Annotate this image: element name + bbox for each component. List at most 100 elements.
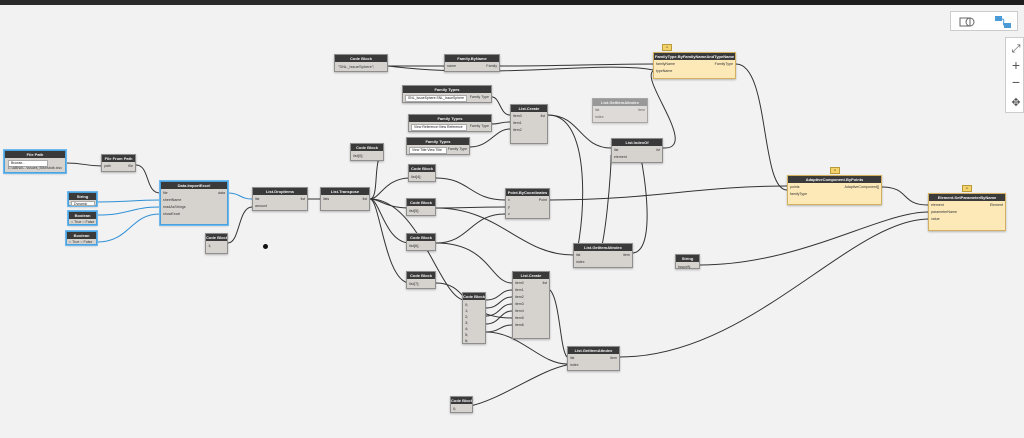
code-line[interactable]: 0; bbox=[465, 302, 469, 307]
node-code-block[interactable]: Code Block "SNL_IssueSphere"; bbox=[334, 54, 388, 72]
node-code-block[interactable]: Code Block list[6]; bbox=[406, 233, 436, 251]
node-file-from-path[interactable]: File From Path path file bbox=[101, 154, 136, 172]
zoom-in-icon[interactable]: + bbox=[1011, 57, 1021, 73]
node-code-block[interactable]: Code Block list[5]; bbox=[406, 198, 436, 216]
input-port[interactable]: element bbox=[931, 203, 944, 207]
input-port[interactable]: points bbox=[790, 185, 800, 189]
code-text[interactable]: list[6]; bbox=[409, 243, 420, 248]
node-code-block[interactable]: Code Block list[4]; bbox=[408, 164, 436, 182]
input-port[interactable]: item3 bbox=[515, 302, 524, 306]
code-text[interactable]: list[4]; bbox=[411, 174, 422, 179]
family-type-dropdown[interactable]: View Reference:View Reference bbox=[411, 124, 467, 131]
node-list-create[interactable]: List.Create item0 item1 item2 list bbox=[510, 104, 548, 144]
node-get-item-at-index[interactable]: List.GetItemAtIndex list index item bbox=[573, 243, 633, 268]
warning-flag[interactable]: ⚠ bbox=[962, 185, 972, 192]
node-adaptive-component[interactable]: AdaptiveComponent.ByPoints points family… bbox=[787, 175, 882, 205]
node-transpose[interactable]: List.Transpose lists list bbox=[320, 187, 370, 211]
output-port[interactable]: AdaptiveComponent[] bbox=[844, 185, 879, 189]
radio-true[interactable]: ○ True ○ False bbox=[71, 220, 95, 224]
code-text[interactable]: list[0]; bbox=[353, 153, 364, 158]
input-port[interactable]: index bbox=[595, 115, 604, 119]
node-list-create[interactable]: List.Create item0 item1 item2 item3 item… bbox=[512, 271, 550, 339]
family-type-dropdown[interactable]: SNL_IssueSphere:SNL_IssueSphere bbox=[405, 95, 467, 102]
output-port[interactable]: list bbox=[540, 114, 545, 118]
input-port[interactable]: item0 bbox=[513, 114, 522, 118]
node-drop-items[interactable]: List.DropItems list amount list bbox=[252, 187, 308, 211]
graph-view-icon[interactable] bbox=[993, 13, 1013, 31]
input-port[interactable]: showExcel bbox=[163, 212, 181, 216]
output-port[interactable]: FamilyType bbox=[714, 62, 733, 66]
node-code-block[interactable]: Code Block list[7]; bbox=[406, 271, 436, 289]
output-port[interactable]: list bbox=[300, 197, 305, 201]
output-port[interactable]: item bbox=[610, 356, 617, 360]
output-port[interactable]: Family Type bbox=[447, 147, 467, 151]
node-string[interactable]: String IssueN bbox=[675, 254, 700, 269]
input-port[interactable]: item2 bbox=[513, 128, 522, 132]
output-port[interactable]: list bbox=[542, 281, 547, 285]
code-line[interactable]: 3; bbox=[465, 320, 469, 325]
node-code-block[interactable]: Code Block list[0]; bbox=[350, 143, 384, 161]
input-port[interactable]: item5 bbox=[515, 316, 524, 320]
input-port[interactable]: item1 bbox=[515, 288, 524, 292]
input-port[interactable]: lists bbox=[323, 197, 330, 201]
code-line[interactable]: 6; bbox=[465, 338, 469, 343]
input-port[interactable]: familyName bbox=[656, 62, 675, 66]
code-line[interactable]: 4; bbox=[465, 326, 469, 331]
input-port[interactable]: value bbox=[931, 217, 940, 221]
input-port[interactable]: item2 bbox=[515, 295, 524, 299]
code-text[interactable]: 0; bbox=[453, 406, 457, 411]
output-port[interactable]: item bbox=[623, 253, 630, 257]
input-port[interactable]: item1 bbox=[513, 121, 522, 125]
input-port[interactable]: amount bbox=[255, 204, 267, 208]
radio-true[interactable]: ○ True ○ False bbox=[69, 240, 93, 244]
input-port[interactable]: sheetName bbox=[163, 198, 182, 202]
node-code-block[interactable]: Code Block 0; bbox=[450, 396, 473, 413]
input-port[interactable]: list bbox=[614, 148, 619, 152]
input-port[interactable]: list bbox=[570, 356, 575, 360]
output-port[interactable]: list bbox=[362, 197, 367, 201]
input-port[interactable]: y bbox=[508, 205, 510, 209]
output-port[interactable]: item bbox=[638, 108, 645, 112]
input-port[interactable]: typeName bbox=[656, 69, 673, 73]
input-port[interactable]: list bbox=[576, 253, 581, 257]
input-port[interactable]: z bbox=[508, 212, 510, 216]
input-port[interactable]: index bbox=[576, 260, 585, 264]
node-boolean[interactable]: Boolean ○ True ○ False bbox=[67, 210, 98, 226]
node-import-excel[interactable]: Data.ImportExcel file sheetName readAsSt… bbox=[159, 180, 229, 226]
node-familytype-by-names[interactable]: FamilyType.ByFamilyNameAndTypeName famil… bbox=[653, 52, 736, 79]
node-get-item-at-index[interactable]: List.GetItemAtIndex list index item bbox=[592, 98, 648, 123]
input-port[interactable]: index bbox=[570, 363, 579, 367]
output-port[interactable]: Family Type bbox=[469, 95, 489, 99]
fit-view-icon[interactable]: ⤢ bbox=[1011, 42, 1021, 55]
input-port[interactable]: item6 bbox=[515, 323, 524, 327]
output-port[interactable]: Family Type bbox=[469, 124, 489, 128]
string-value[interactable]: IssueN bbox=[678, 264, 691, 269]
node-family-types[interactable]: Family Types View Reference:View Referen… bbox=[408, 114, 492, 132]
node-code-block[interactable]: Code Block 1; bbox=[205, 233, 228, 254]
geometry-view-icon[interactable] bbox=[957, 13, 977, 31]
node-boolean[interactable]: Boolean ○ True ○ False bbox=[65, 230, 98, 246]
pan-icon[interactable]: ✥ bbox=[1011, 96, 1021, 109]
string-input[interactable]: Dynamic bbox=[71, 201, 95, 206]
node-index-of[interactable]: List.IndexOf list element int bbox=[611, 138, 663, 163]
warning-flag[interactable]: ⚠ bbox=[830, 167, 840, 174]
input-port[interactable]: familyType bbox=[790, 192, 808, 196]
node-code-block[interactable]: Code Block 0; 1; 2; 3; 4; 5; 6; bbox=[462, 292, 486, 344]
input-port[interactable]: parameterName bbox=[931, 210, 957, 214]
code-line[interactable]: 2; bbox=[465, 314, 469, 319]
output-port[interactable]: int bbox=[656, 148, 660, 152]
code-text[interactable]: 1; bbox=[208, 243, 212, 248]
input-port[interactable]: x bbox=[508, 198, 510, 202]
input-port[interactable]: list bbox=[255, 197, 260, 201]
family-type-dropdown[interactable]: View Title:View Title bbox=[409, 147, 447, 154]
output-port[interactable]: Element bbox=[989, 203, 1003, 207]
output-port[interactable]: Family bbox=[486, 64, 497, 68]
output-port[interactable]: data bbox=[218, 191, 225, 195]
input-port[interactable]: element bbox=[614, 155, 627, 159]
code-text[interactable]: list[5]; bbox=[409, 208, 420, 213]
output-port[interactable]: Point bbox=[538, 198, 547, 202]
browse-button[interactable]: Browse... bbox=[8, 160, 48, 167]
output-port[interactable]: file bbox=[128, 164, 133, 168]
code-line[interactable]: 1; bbox=[465, 308, 469, 313]
node-set-parameter[interactable]: Element.SetParameterByName element param… bbox=[928, 193, 1006, 231]
